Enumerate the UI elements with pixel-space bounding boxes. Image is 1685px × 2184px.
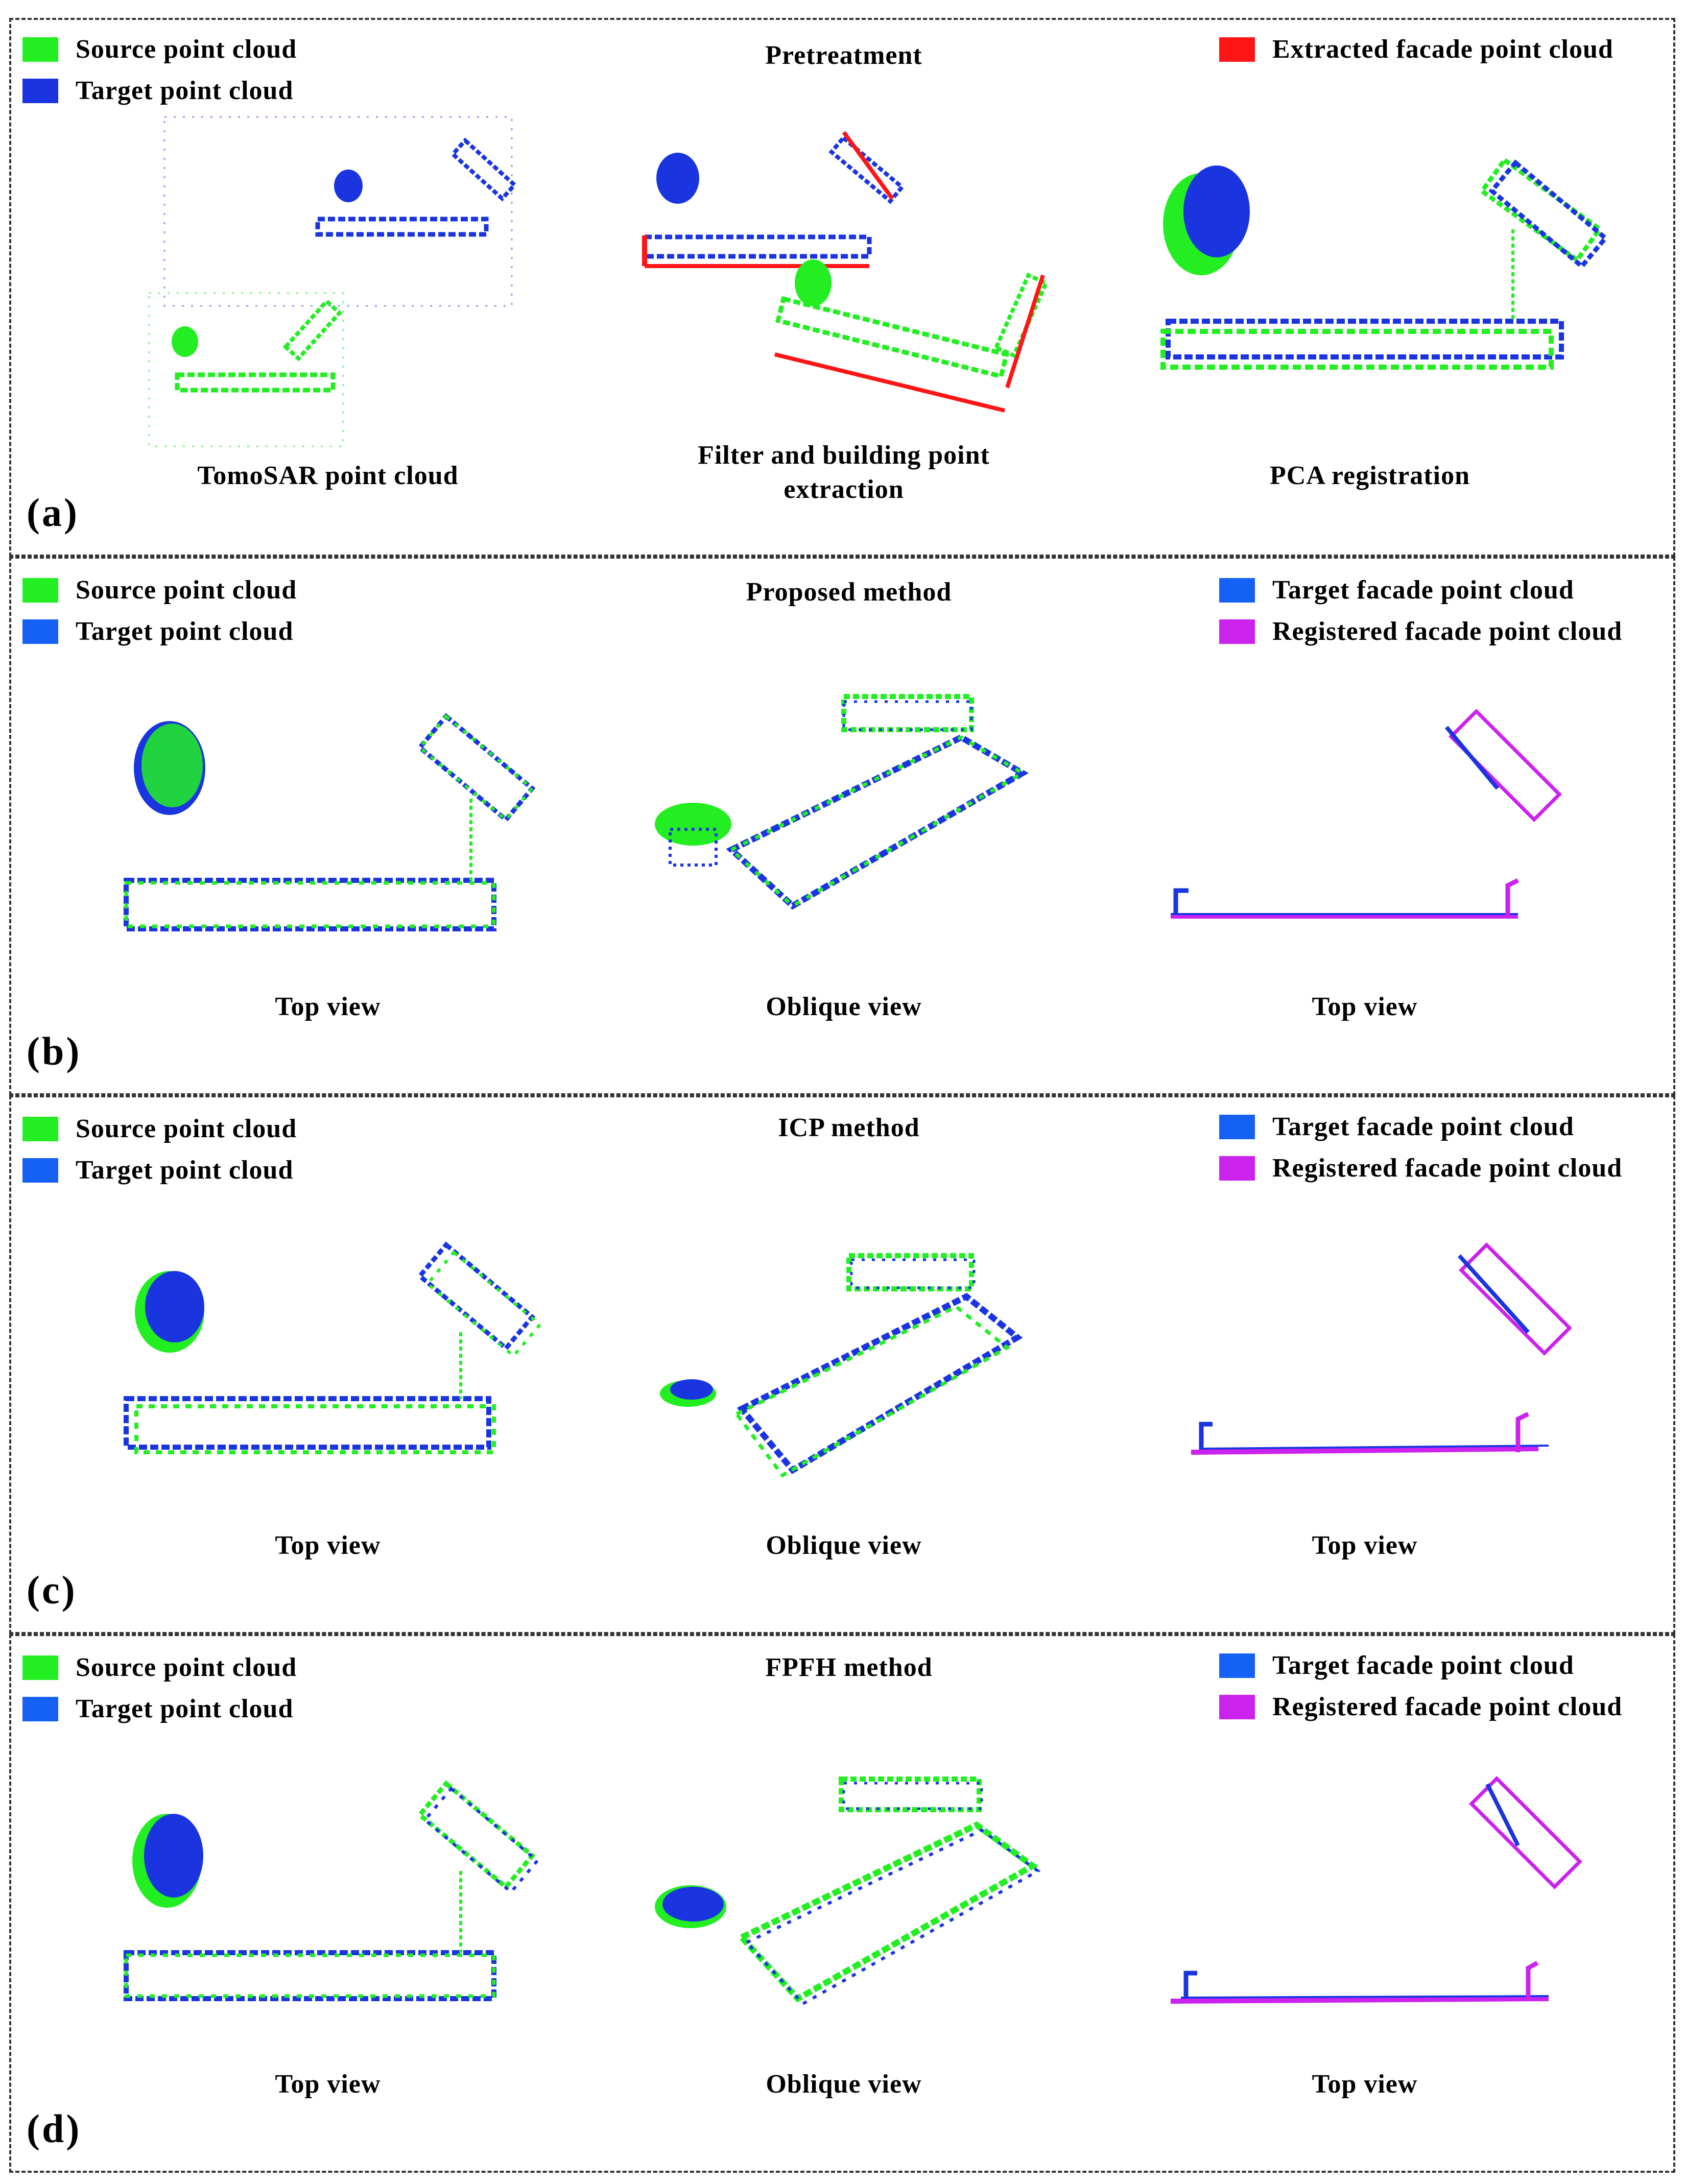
legend-right: Target facade point cloud Registered fac… xyxy=(1219,1650,1622,1722)
figure-top-view xyxy=(124,1241,542,1454)
panel-title: ICP method xyxy=(778,1113,920,1142)
panel-c: Source point cloud Target point cloud IC… xyxy=(9,1095,1675,1634)
figure-pca-registration xyxy=(1160,157,1609,370)
legend-item-target-facade: Target facade point cloud xyxy=(1219,1112,1622,1142)
legend-item-target: Target point cloud xyxy=(22,76,297,106)
panel-a: Source point cloud Target point cloud Pr… xyxy=(9,18,1675,557)
figure-tomosar-point-cloud xyxy=(148,116,517,447)
caption: Top view xyxy=(275,1531,381,1560)
legend-left: Source point cloud Target point cloud xyxy=(22,575,297,646)
legend-label: Target facade point cloud xyxy=(1272,1651,1574,1680)
panel-label: (d) xyxy=(27,2106,82,2151)
legend-item-source: Source point cloud xyxy=(22,1652,297,1683)
caption: PCA registration xyxy=(1270,461,1470,490)
legend-label: Target point cloud xyxy=(76,1156,294,1185)
legend-item-extracted: Extracted facade point cloud xyxy=(1219,34,1613,64)
figure-oblique-view xyxy=(660,1253,1023,1478)
panel-title: Pretreatment xyxy=(765,41,922,70)
caption: Top view xyxy=(1312,2070,1418,2099)
figure-facade-top-view xyxy=(1170,1775,1583,2004)
panel-title: Proposed method xyxy=(746,578,952,607)
legend-item-target: Target point cloud xyxy=(22,616,297,646)
legend-item-registered: Registered facade point cloud xyxy=(1219,1692,1622,1722)
legend-item-source: Source point cloud xyxy=(22,575,297,605)
legend-item-target-facade: Target facade point cloud xyxy=(1219,575,1622,605)
panel-title: FPFH method xyxy=(765,1653,933,1682)
legend-label: Registered facade point cloud xyxy=(1272,1692,1623,1721)
legend-label: Target facade point cloud xyxy=(1272,575,1574,605)
registered-swatch xyxy=(1219,619,1255,644)
legend-label: Source point cloud xyxy=(76,1653,297,1682)
figure-facade-top-view xyxy=(1171,708,1562,919)
legend-label: Source point cloud xyxy=(76,575,297,605)
registered-swatch xyxy=(1219,1156,1255,1181)
figure-top-view xyxy=(124,1780,540,2001)
caption: Oblique view xyxy=(766,1531,922,1560)
legend-item-registered: Registered facade point cloud xyxy=(1219,1153,1622,1183)
panel-label: (c) xyxy=(27,1568,77,1612)
legend-item-target: Target point cloud xyxy=(22,1155,297,1185)
panel-d: Source point cloud Target point cloud FP… xyxy=(9,1634,1675,2173)
source-swatch xyxy=(22,1655,58,1680)
panel-b: Source point cloud Target point cloud Pr… xyxy=(9,557,1675,1095)
legend-label: Target point cloud xyxy=(76,76,294,105)
caption: Top view xyxy=(1312,992,1418,1021)
legend-item-source: Source point cloud xyxy=(22,1114,297,1144)
caption: Oblique view xyxy=(766,2070,922,2099)
source-swatch xyxy=(22,578,58,603)
caption: Top view xyxy=(275,992,381,1021)
target-swatch xyxy=(22,619,58,644)
legend-item-registered: Registered facade point cloud xyxy=(1219,616,1622,646)
target-facade-swatch xyxy=(1219,578,1255,603)
legend-label: Target point cloud xyxy=(76,617,294,646)
legend-left: Source point cloud Target point cloud xyxy=(22,1114,297,1185)
legend-label: Target facade point cloud xyxy=(1272,1112,1574,1141)
legend-right: Target facade point cloud Registered fac… xyxy=(1219,575,1622,646)
target-swatch xyxy=(22,1158,58,1183)
legend-label: Target point cloud xyxy=(76,1694,294,1723)
extracted-swatch xyxy=(1219,37,1255,62)
figure-top-view xyxy=(124,713,536,931)
caption: Oblique view xyxy=(766,992,922,1021)
legend-right: Extracted facade point cloud xyxy=(1219,34,1613,64)
figure-filter-building-extraction xyxy=(642,131,1049,413)
legend-item-target: Target point cloud xyxy=(22,1694,297,1724)
legend-label: Extracted facade point cloud xyxy=(1272,35,1613,64)
figure-facade-top-view xyxy=(1191,1242,1573,1455)
figure-oblique-view xyxy=(655,1777,1041,2006)
legend-left: Source point cloud Target point cloud xyxy=(22,34,297,106)
target-facade-swatch xyxy=(1219,1114,1255,1139)
legend-left: Source point cloud Target point cloud xyxy=(22,1652,297,1724)
target-facade-swatch xyxy=(1219,1653,1255,1678)
caption: Top view xyxy=(275,2070,381,2099)
legend-label: Registered facade point cloud xyxy=(1272,1154,1623,1183)
caption: TomoSAR point cloud xyxy=(197,461,459,490)
legend-right: Target facade point cloud Registered fac… xyxy=(1219,1112,1622,1183)
legend-label: Registered facade point cloud xyxy=(1272,617,1623,646)
panel-label: (b) xyxy=(27,1029,82,1073)
legend-label: Source point cloud xyxy=(76,35,297,64)
figure-oblique-view xyxy=(655,694,1029,910)
source-swatch xyxy=(22,1116,58,1141)
caption: Top view xyxy=(1312,1531,1418,1560)
legend-label: Source point cloud xyxy=(76,1114,297,1143)
panel-label: (a) xyxy=(27,490,79,535)
source-swatch xyxy=(22,37,58,62)
target-swatch xyxy=(22,78,58,103)
caption: Filter and building point extraction xyxy=(698,441,990,504)
target-swatch xyxy=(22,1696,58,1721)
registered-swatch xyxy=(1219,1694,1255,1719)
legend-item-source: Source point cloud xyxy=(22,34,297,64)
legend-item-target-facade: Target facade point cloud xyxy=(1219,1650,1622,1681)
